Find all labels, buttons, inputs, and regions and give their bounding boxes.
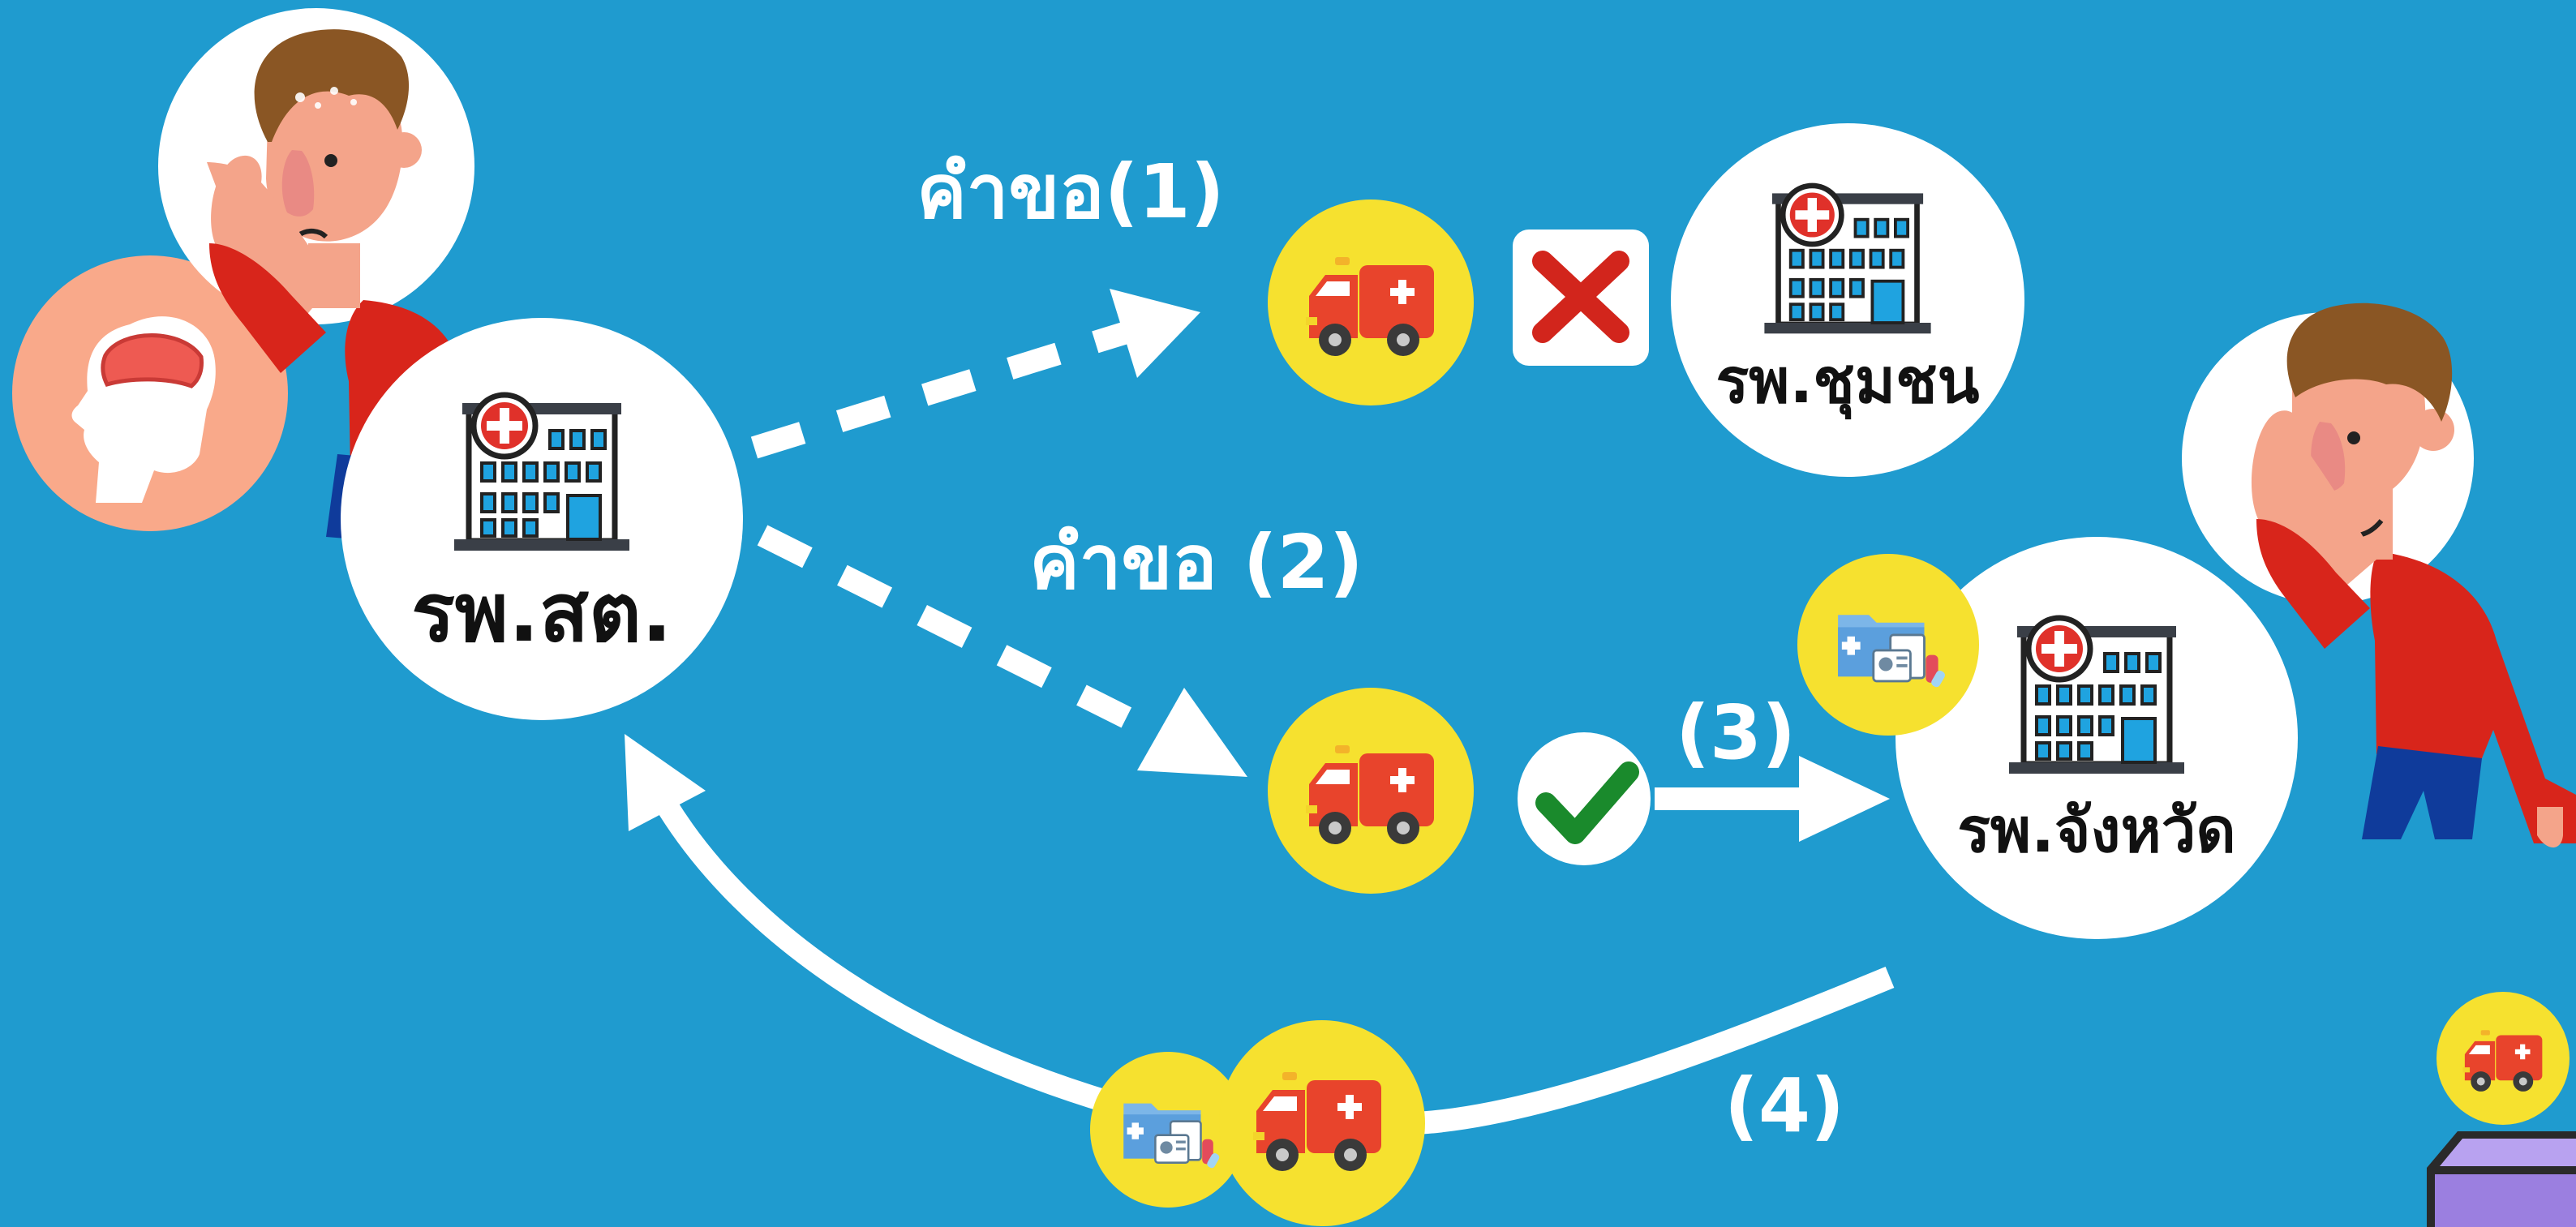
community-label: รพ.ชุมชน [1715, 345, 1979, 420]
provincial-node: รพ.จังหวัด [1896, 537, 2298, 939]
purple-box-icon [2427, 1131, 2576, 1227]
hospital-building-icon [2009, 618, 2184, 774]
provincial-label: รพ.จังหวัด [1957, 794, 2236, 866]
ambulance-circle-return [1219, 1020, 1425, 1226]
step-3-label: (3) [1676, 689, 1796, 776]
medical-folder-circle-return [1090, 1052, 1246, 1208]
hospital-building-icon [1764, 186, 1930, 333]
ambulance-circle-1 [1268, 199, 1474, 405]
request-1-label: คำขอ(1) [917, 148, 1224, 235]
community-node: รพ.ชุมชน [1671, 123, 2024, 477]
medical-folder-circle [1797, 554, 1979, 736]
ambulance-circle-small [2436, 992, 2570, 1125]
origin-node: รพ.สต. [341, 318, 743, 720]
ambulance-circle-2 [1268, 688, 1474, 894]
brain-head-icon [12, 255, 288, 531]
step-4-label: (4) [1724, 1062, 1844, 1149]
hospital-building-icon [454, 395, 629, 551]
origin-label: รพ.สต. [411, 565, 672, 660]
reject-x-icon [1513, 230, 1649, 366]
recovered-person-icon [2182, 302, 2576, 847]
request-2-label: คำขอ (2) [1029, 519, 1363, 606]
accept-check-icon [1518, 732, 1651, 865]
